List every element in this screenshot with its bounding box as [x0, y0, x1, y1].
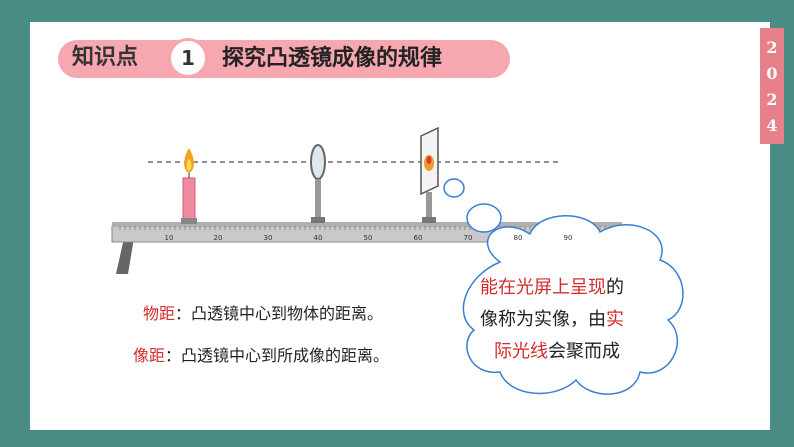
title-tag: 知识点 [72, 45, 139, 70]
ruler-tick-label: 20 [214, 234, 223, 242]
year-digit: 4 [766, 115, 778, 135]
title-bar [58, 40, 510, 78]
object-distance-definition: 物距：凸透镜中心到物体的距离。 [143, 300, 383, 324]
bubble-black-text: 的 [606, 277, 624, 298]
ruler-tick-label: 50 [364, 234, 373, 242]
candle-body [182, 177, 196, 221]
thought-bubble-cloud [462, 215, 684, 395]
ruler-tick-label: 40 [314, 234, 323, 242]
ruler-tick-label: 80 [514, 234, 523, 242]
bubble-red-text: 能在光屏上呈现 [480, 277, 606, 298]
year-tab: 2 0 2 4 [760, 28, 784, 144]
ruler-tick-label: 10 [165, 234, 174, 242]
bubble-line-2: 像称为实像，由实 [480, 304, 680, 336]
bubble-line-1: 能在光屏上呈现的 [480, 272, 680, 304]
lens-stand [315, 179, 321, 219]
thought-bubble-small [443, 178, 465, 198]
candle-flame-core [186, 158, 192, 171]
bench-rail-top [112, 222, 622, 227]
convex-lens-icon [310, 144, 326, 180]
title-number-badge: 1 [168, 38, 208, 78]
ruler-tick-label: 70 [464, 234, 473, 242]
ruler-tick-label: 30 [264, 234, 273, 242]
candle-holder [181, 218, 197, 224]
thought-bubble-medium [466, 203, 502, 233]
bubble-text: 能在光屏上呈现的 像称为实像，由实 际光线会聚而成 [480, 272, 680, 368]
year-digit: 2 [766, 89, 778, 109]
year-digit: 0 [766, 63, 778, 83]
bubble-black-text: 会聚而成 [548, 341, 620, 362]
page-title: 探究凸透镜成像的规律 [222, 46, 443, 71]
bubble-red-text: 实 [606, 309, 624, 330]
ruler-tick-label: 90 [564, 234, 573, 242]
image-distance-term: 像距 [133, 346, 166, 365]
lens-stand-base [311, 217, 325, 223]
screen-stand [426, 192, 432, 219]
screen-stand-base [422, 217, 436, 223]
image-on-screen-core [426, 156, 432, 164]
bubble-red-text: 际光线 [494, 341, 548, 362]
bubble-line-3: 际光线会聚而成 [480, 336, 680, 368]
bench-leg-left [116, 238, 134, 274]
year-digit: 2 [766, 37, 778, 57]
ruler-tick-label: 60 [414, 234, 423, 242]
image-distance-text: ：凸透镜中心到所成像的距离。 [165, 346, 390, 365]
object-distance-term: 物距 [143, 304, 176, 323]
object-distance-text: ：凸透镜中心到物体的距离。 [175, 304, 384, 323]
image-distance-definition: 像距：凸透镜中心到所成像的距离。 [133, 342, 389, 366]
bubble-black-text: 像称为实像，由 [480, 309, 606, 330]
